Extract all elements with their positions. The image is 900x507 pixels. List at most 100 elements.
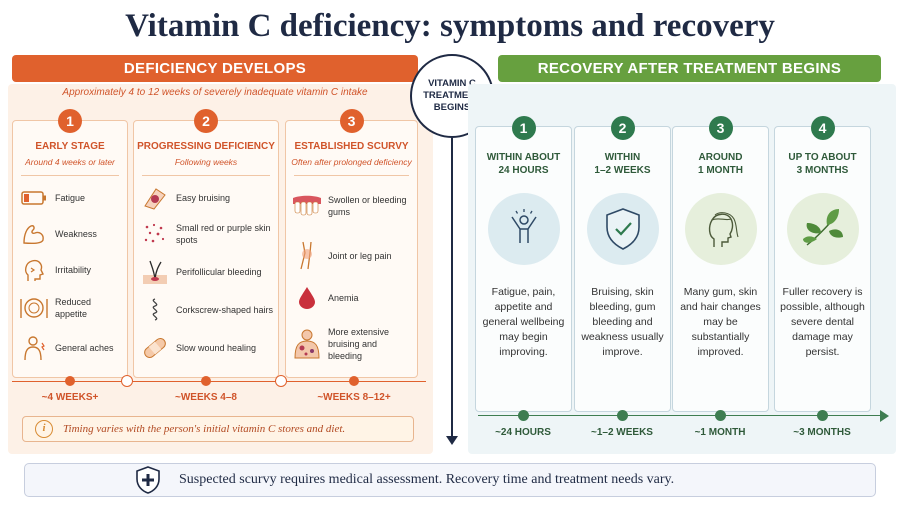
stage-number-badge: 2 [194,109,218,133]
bruised-back-icon [292,329,322,359]
stage-heading-line: 1 MONTH [698,165,743,176]
deficiency-timeline [12,381,426,382]
marker-line: BEGINS [433,102,471,113]
deficiency-stage-2: 2 PROGRESSING DEFICIENCY Following weeks… [133,109,279,378]
symptom-item: Slow wound healing [140,333,274,363]
timeline-dot [617,410,628,421]
stage-description: Fuller recovery is possible, although se… [780,286,865,358]
symptom-label: Corkscrew-shaped hairs [176,305,274,315]
timeline-label: ~24 HOURS [495,427,551,438]
leaves-icon [786,193,859,265]
recovery-banner: RECOVERY AFTER TREATMENT BEGINS [498,55,881,82]
divider [142,175,270,176]
symptom-label: Joint or leg pain [328,251,392,261]
timeline-dot [817,410,828,421]
timeline-dot [518,410,529,421]
timeline-label: ~WEEKS 4–8 [175,392,237,403]
symptom-label: More extensive bruising and bleeding [328,327,390,361]
stage-heading: ESTABLISHED SCURVY [294,141,409,152]
symptom-item: Easy bruising [140,183,274,213]
symptom-item: Small red or purple skin spots [140,219,274,249]
timeline-dot [349,376,359,386]
arrow-down-icon [446,436,458,445]
gums-icon [292,193,322,219]
stage-subheading: Often after prolonged deficiency [291,157,412,167]
bruise-icon [140,185,170,211]
arrow-right-icon [880,410,889,422]
stage-heading-line: WITHIN ABOUT [486,152,561,163]
stage-number-badge: 1 [58,109,82,133]
medical-disclaimer: Suspected scurvy requires medical assess… [24,463,876,497]
timeline-ring [275,375,287,387]
face-hair-icon [684,193,757,265]
stage-subheading: Following weeks [174,157,238,167]
medical-shield-icon [135,466,161,494]
joint-icon [292,241,322,270]
stage-heading-line: WITHIN [604,152,641,163]
symptom-item: Fatigue [19,183,123,213]
symptom-label: General aches [55,343,114,353]
divider [294,175,409,176]
timeline-ring [121,375,133,387]
stage-number-badge: 2 [610,116,635,140]
timeline-label: ~1 MONTH [694,427,746,438]
stage-heading: PROGRESSING DEFICIENCY [137,141,275,152]
spots-icon [140,221,170,247]
symptom-label: Small red or purple skin spots [176,223,271,245]
page-title: Vitamin C deficiency: symptoms and recov… [125,8,775,44]
stage-number-badge: 1 [511,116,536,140]
treatment-divider-line [451,138,453,438]
body-ache-icon [19,335,49,361]
timing-note: i Timing varies with the person's initia… [22,416,414,442]
symptom-item: More extensive bruising and bleeding [292,327,413,361]
bandage-icon [140,335,170,361]
stage-heading: EARLY STAGE [35,141,105,152]
battery-low-icon [19,185,49,211]
stage-heading-line: 1–2 WEEKS [594,165,651,176]
symptom-label: Reduced appetite [55,297,92,319]
stage-description: Fatigue, pain, appetite and general well… [482,286,565,358]
stage-heading: AROUND 1 MONTH [673,151,768,177]
recovery-timeline [478,415,882,416]
person-energy-icon [487,193,560,265]
stage-subheading: Around 4 weeks or later [25,157,115,167]
symptom-label: Anemia [328,293,359,303]
shield-check-icon [586,193,659,265]
timeline-dot [201,376,211,386]
symptom-item: Anemia [292,283,413,313]
stage-description: Many gum, skin and hair changes may be s… [680,286,761,358]
symptom-label: Fatigue [55,193,86,203]
timing-note-text: Timing varies with the person's initial … [63,423,346,435]
stage-heading-line: 3 MONTHS [796,165,849,176]
marker-line: VITAMIN C [428,78,476,89]
timeline-label: ~4 WEEKS+ [41,392,99,403]
symptom-label: Easy bruising [176,193,231,203]
stage-number-badge: 4 [810,116,835,140]
deficiency-stage-3: 3 ESTABLISHED SCURVY Often after prolong… [285,109,418,378]
symptom-item: Swollen or bleeding gums [292,191,413,221]
plate-icon [19,295,49,321]
deficiency-subtitle: Approximately 4 to 12 weeks of severely … [62,87,368,98]
stage-number-badge: 3 [339,109,364,133]
symptom-item: Perifollicular bleeding [140,257,274,287]
symptom-item: Reduced appetite [19,293,123,323]
stage-heading-line: AROUND [698,152,743,163]
follicle-icon [140,259,170,285]
arm-icon [19,221,49,247]
symptom-label: Slow wound healing [176,343,257,353]
corkscrew-hair-icon [140,297,170,323]
stage-description: Bruising, skin bleeding, gum bleeding an… [581,286,664,358]
head-icon [19,257,49,283]
deficiency-banner: DEFICIENCY DEVELOPS [12,55,418,82]
info-icon: i [35,420,53,438]
symptom-label: Weakness [55,229,97,239]
symptom-item: Irritability [19,255,123,285]
disclaimer-text: Suspected scurvy requires medical assess… [179,472,675,487]
blood-drop-icon [292,285,322,311]
timeline-label: ~3 MONTHS [793,427,851,438]
symptom-item: General aches [19,333,123,363]
symptom-label: Irritability [55,265,92,275]
